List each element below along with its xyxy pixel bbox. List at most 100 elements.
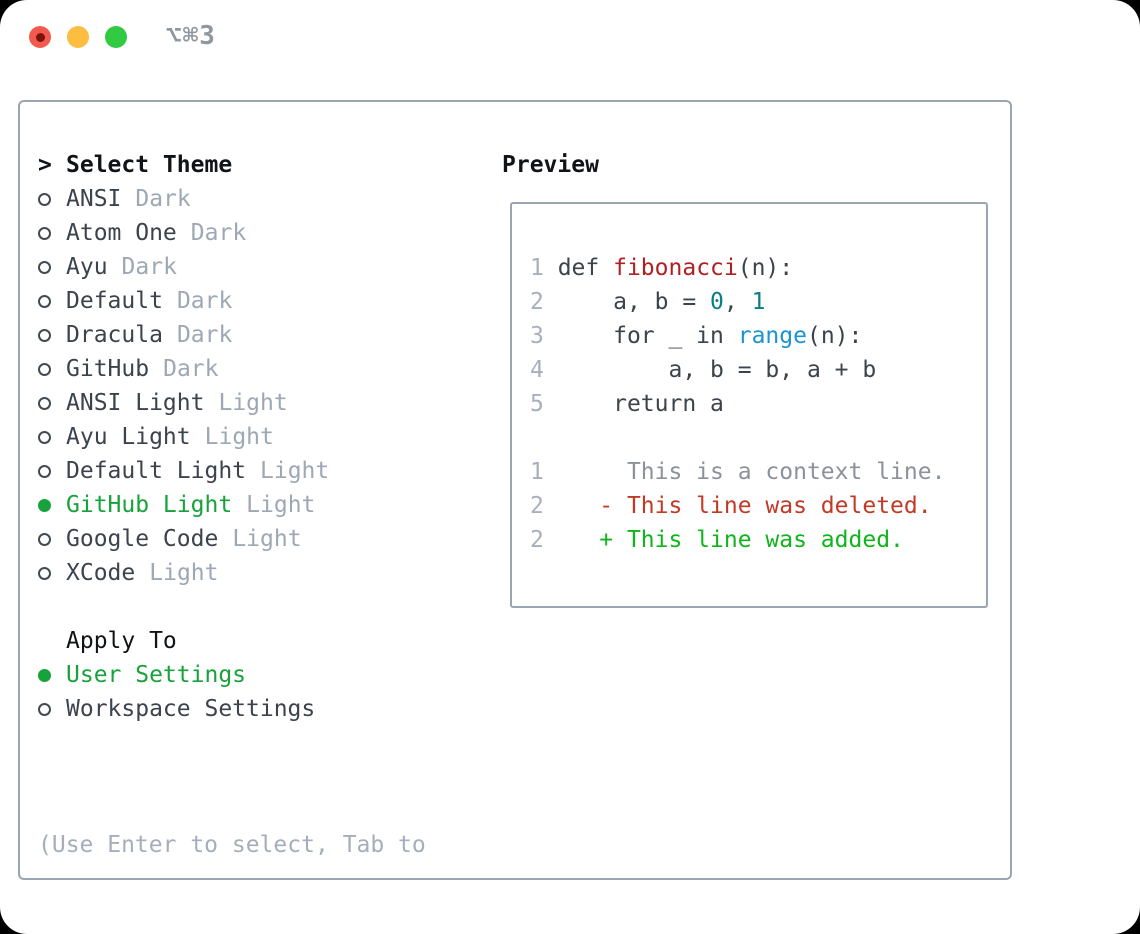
theme-name: ANSI bbox=[66, 186, 122, 212]
line-number: 1 bbox=[530, 459, 544, 485]
theme-option[interactable]: XCode Light bbox=[38, 556, 426, 590]
close-button[interactable] bbox=[29, 26, 51, 48]
code-line: 2 a, b = 0, 1 bbox=[530, 285, 986, 319]
close-dot-icon bbox=[35, 32, 45, 42]
radio-icon bbox=[38, 226, 66, 240]
apply-to-header: Apply To bbox=[38, 624, 426, 658]
code-line bbox=[530, 421, 986, 455]
code-segment: (n): bbox=[806, 323, 863, 349]
radio-circle bbox=[38, 668, 51, 682]
theme-name: GitHub bbox=[66, 356, 150, 382]
code-segment: - This line was deleted. bbox=[543, 493, 932, 519]
line-number: 1 bbox=[530, 255, 544, 281]
line-number: 2 bbox=[530, 527, 544, 553]
zoom-button[interactable] bbox=[105, 26, 127, 48]
radio-circle bbox=[38, 532, 51, 546]
code-segment: return a bbox=[543, 391, 724, 417]
code-segment: + This line was added. bbox=[543, 527, 904, 553]
radio-selected-icon bbox=[38, 668, 66, 682]
theme-variant-tag: Dark bbox=[176, 322, 233, 348]
theme-name: Ayu bbox=[66, 254, 108, 280]
code-segment: fibonacci bbox=[613, 255, 738, 281]
radio-icon bbox=[38, 192, 66, 206]
code-segment: a, b = bbox=[543, 289, 711, 315]
code-segment: 0 bbox=[710, 289, 724, 315]
code-segment: def bbox=[543, 255, 614, 281]
theme-name: XCode bbox=[66, 560, 136, 586]
code-segment: , bbox=[723, 289, 752, 315]
code-line: 4 a, b = b, a + b bbox=[530, 353, 986, 387]
hint-line-1: (Use Enter to select, Tab to bbox=[38, 832, 426, 858]
radio-circle bbox=[38, 260, 51, 274]
minimize-button[interactable] bbox=[67, 26, 89, 48]
radio-circle bbox=[38, 464, 51, 478]
apply-to-title: Apply To bbox=[66, 628, 177, 654]
radio-icon bbox=[38, 430, 66, 444]
theme-name: Default Light bbox=[66, 458, 247, 484]
spacer bbox=[38, 726, 426, 760]
radio-circle bbox=[38, 328, 51, 342]
radio-circle bbox=[38, 192, 51, 206]
preview-title: Preview bbox=[502, 152, 599, 178]
radio-icon bbox=[38, 396, 66, 410]
theme-name: Dracula bbox=[66, 322, 163, 348]
titlebar bbox=[29, 26, 127, 48]
theme-option[interactable]: Default Light Light bbox=[38, 454, 426, 488]
theme-variant-tag: Light bbox=[260, 458, 330, 484]
code-segment: range bbox=[737, 323, 807, 349]
radio-circle bbox=[38, 396, 51, 410]
hint-line-2: change focus) bbox=[38, 930, 426, 934]
theme-variant-tag: Dark bbox=[135, 186, 191, 212]
code-segment: for _ in bbox=[543, 323, 738, 349]
theme-option[interactable]: ANSI Dark bbox=[38, 182, 426, 216]
theme-variant-tag: Light bbox=[204, 424, 274, 450]
theme-name: Google Code bbox=[66, 526, 219, 552]
radio-circle bbox=[38, 362, 51, 376]
theme-option[interactable]: ANSI Light Light bbox=[38, 386, 426, 420]
theme-option[interactable]: Dracula Dark bbox=[38, 318, 426, 352]
line-number: 4 bbox=[530, 357, 544, 383]
radio-circle bbox=[38, 498, 51, 512]
radio-circle bbox=[38, 226, 51, 240]
radio-circle bbox=[38, 430, 51, 444]
radio-icon bbox=[38, 260, 66, 274]
code-segment: 1 bbox=[751, 289, 766, 315]
code-line: 1 def fibonacci(n): bbox=[530, 251, 986, 285]
radio-icon bbox=[38, 464, 66, 478]
apply-option[interactable]: Workspace Settings bbox=[38, 692, 426, 726]
theme-name: ANSI Light bbox=[66, 390, 205, 416]
radio-icon bbox=[38, 362, 66, 376]
radio-icon bbox=[38, 532, 66, 546]
code-segment: This is a context line. bbox=[543, 459, 946, 485]
code-line: 2 - This line was deleted. bbox=[530, 489, 986, 523]
radio-icon bbox=[38, 702, 66, 716]
theme-name: GitHub Light bbox=[66, 492, 233, 518]
radio-circle bbox=[38, 566, 51, 580]
code-segment: a, b = b, a + b bbox=[543, 357, 877, 383]
radio-selected-icon bbox=[38, 498, 66, 512]
radio-circle bbox=[38, 702, 51, 716]
line-number: 2 bbox=[530, 289, 544, 315]
theme-variant-tag: Light bbox=[149, 560, 219, 586]
select-theme-title: Select Theme bbox=[66, 152, 233, 178]
code-segment: (n): bbox=[737, 255, 794, 281]
theme-name: Default bbox=[66, 288, 163, 314]
code-line: 2 + This line was added. bbox=[530, 523, 986, 557]
apply-option-label: User Settings bbox=[66, 662, 247, 688]
theme-variant-tag: Light bbox=[218, 390, 288, 416]
code-line: 5 return a bbox=[530, 387, 986, 421]
apply-option[interactable]: User Settings bbox=[38, 658, 426, 692]
code-line: 1 This is a context line. bbox=[530, 455, 986, 489]
code-line: 3 for _ in range(n): bbox=[530, 319, 986, 353]
line-number: 2 bbox=[530, 493, 544, 519]
